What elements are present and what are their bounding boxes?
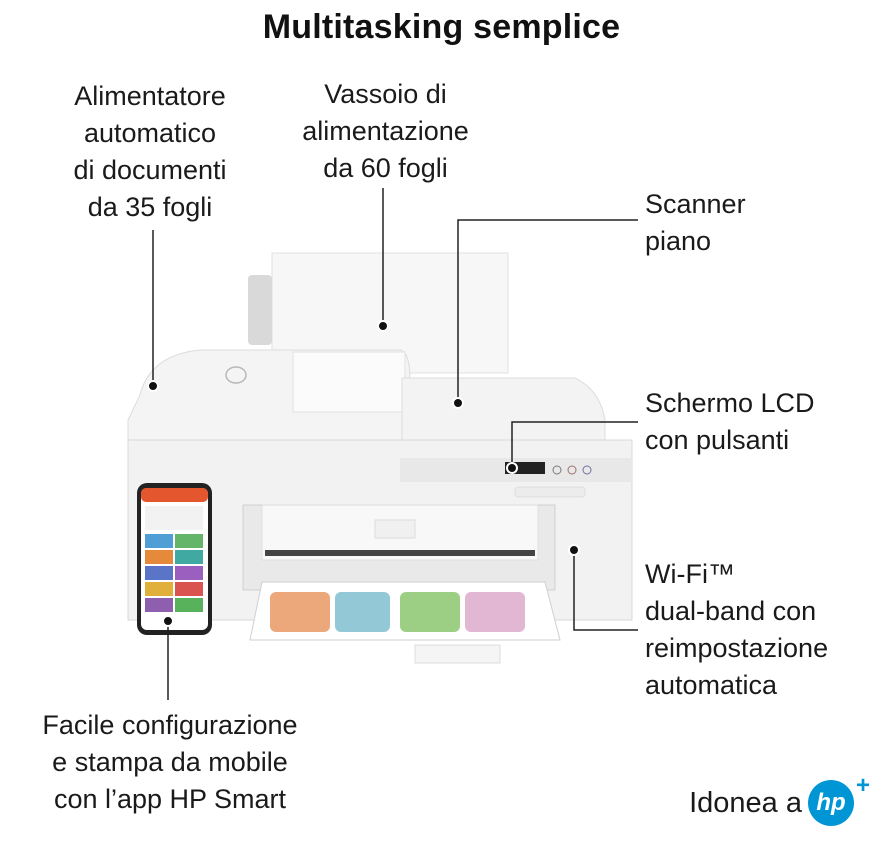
callout-lcd-line: con pulsanti	[645, 425, 790, 455]
callout-wifi-line: reimpostazione	[645, 633, 829, 663]
callout-adf-line: di documenti	[73, 155, 227, 185]
callout-scanner-line: Scanner	[645, 189, 746, 219]
footer-text: Idonea a	[689, 786, 802, 819]
callout-wifi-line: Wi-Fi™	[645, 559, 735, 589]
callout-mobile-app: Facile configurazione e stampa da mobile…	[20, 707, 320, 818]
callout-wifi: Wi-Fi™ dual-band con reimpostazione auto…	[645, 556, 828, 704]
callout-scanner: Scanner piano	[645, 186, 746, 260]
callout-app-line: e stampa da mobile	[52, 747, 288, 777]
hp-logo-plus: +	[855, 772, 870, 799]
callout-adf-line: Alimentatore	[74, 81, 226, 111]
callout-tray-line: alimentazione	[302, 116, 469, 146]
hp-logo-disc: hp	[808, 780, 854, 826]
callout-wifi-line: automatica	[645, 670, 778, 700]
callout-input-tray: Vassoio di alimentazione da 60 fogli	[283, 76, 488, 187]
callout-adf: Alimentatore automatico di documenti da …	[40, 78, 260, 226]
callout-tray-line: Vassoio di	[324, 79, 447, 109]
callout-adf-line: automatico	[83, 118, 217, 148]
callout-lcd: Schermo LCD con pulsanti	[645, 385, 815, 459]
callout-wifi-line: dual-band con	[645, 596, 817, 626]
callout-adf-line: da 35 fogli	[87, 192, 213, 222]
footer-badge: Idonea a hp +	[689, 772, 870, 828]
callout-app-line: Facile configurazione	[42, 710, 298, 740]
page-title: Multitasking semplice	[262, 8, 621, 46]
printer-illustration	[127, 252, 633, 664]
callout-lcd-line: Schermo LCD	[645, 388, 815, 418]
callout-app-line: con l’app HP Smart	[53, 784, 287, 814]
callout-lines	[152, 188, 638, 700]
smartphone-illustration	[137, 483, 212, 635]
callout-tray-line: da 60 fogli	[323, 153, 448, 183]
hp-plus-logo: hp +	[808, 772, 870, 828]
callout-scanner-line: piano	[645, 226, 712, 256]
